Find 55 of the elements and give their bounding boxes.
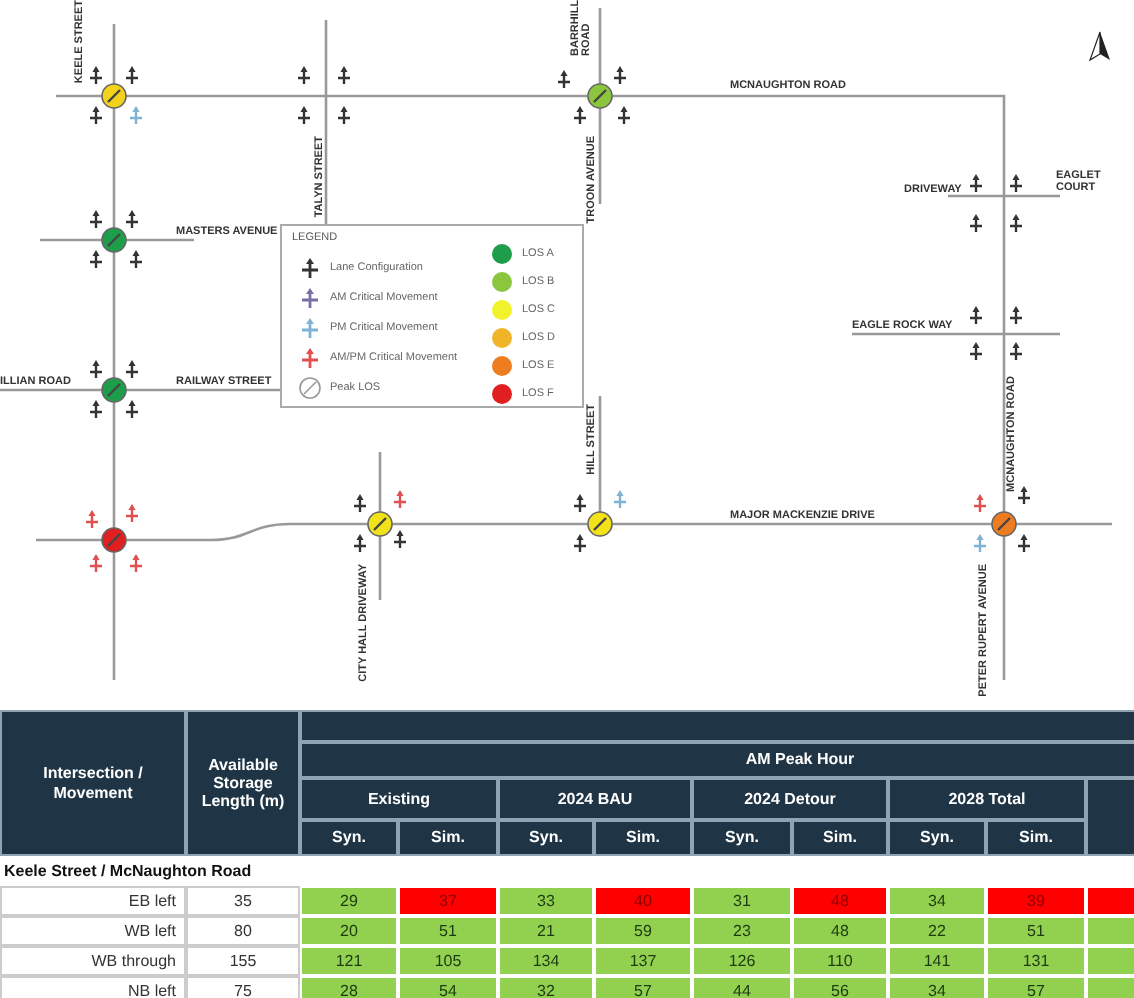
table-cell: 54: [398, 976, 498, 998]
table-cell: 23: [692, 916, 792, 946]
table-cell: 31: [692, 886, 792, 916]
column-header: 2028 Total: [888, 778, 1086, 820]
column-header: AM Peak Hour: [300, 742, 1134, 778]
table-cell: 21: [498, 916, 594, 946]
table-cell: 34: [888, 976, 986, 998]
table-cell: 134: [498, 946, 594, 976]
table-cell: 22: [888, 916, 986, 946]
table-cell: 34: [888, 886, 986, 916]
column-header: Intersection / Movement: [0, 710, 186, 856]
table-cell: 51: [398, 916, 498, 946]
column-header: Syn.: [498, 820, 594, 856]
column-header: Sim.: [594, 820, 692, 856]
table-cell: 131: [986, 946, 1086, 976]
table-cell: 75: [186, 976, 300, 998]
column-header: Syn.: [300, 820, 398, 856]
table-cell: 141: [888, 946, 986, 976]
table-cell: 126: [692, 946, 792, 976]
column-header: 2024 BAU: [498, 778, 692, 820]
table-cell: 121: [300, 946, 398, 976]
column-header: Existing: [300, 778, 498, 820]
table-cell: 56: [792, 976, 888, 998]
table-cell: 59: [594, 916, 692, 946]
table-cell: 105: [398, 946, 498, 976]
table-cell: 39: [986, 886, 1086, 916]
column-header: 2024 Detour: [692, 778, 888, 820]
column-header: Syn.: [888, 820, 986, 856]
row-label: NB left: [0, 976, 186, 998]
table-cell: 57: [986, 976, 1086, 998]
table-cell: 40: [594, 886, 692, 916]
column-header: Available Storage Length (m): [186, 710, 300, 856]
table-cell: 28: [300, 976, 398, 998]
table-cell: 137: [594, 946, 692, 976]
row-label: EB left: [0, 886, 186, 916]
table-cell: 51: [986, 916, 1086, 946]
table-cell: 57: [594, 976, 692, 998]
table-cell: 110: [792, 946, 888, 976]
table-cell: 32: [498, 976, 594, 998]
row-label: WB through: [0, 946, 186, 976]
table-cell: 20: [300, 916, 398, 946]
column-header: Sim.: [792, 820, 888, 856]
table-cell: 48: [792, 916, 888, 946]
table-cell: 80: [186, 916, 300, 946]
table-cell: 44: [692, 976, 792, 998]
table-cell: 35: [186, 886, 300, 916]
row-label: WB left: [0, 916, 186, 946]
table-cell: 155: [186, 946, 300, 976]
table-cell: 48: [792, 886, 888, 916]
table-cell: 33: [498, 886, 594, 916]
table-cell: 37: [398, 886, 498, 916]
table-cell: 29: [300, 886, 398, 916]
column-header: Sim.: [398, 820, 498, 856]
column-header: Sim.: [986, 820, 1086, 856]
column-header: Syn.: [692, 820, 792, 856]
